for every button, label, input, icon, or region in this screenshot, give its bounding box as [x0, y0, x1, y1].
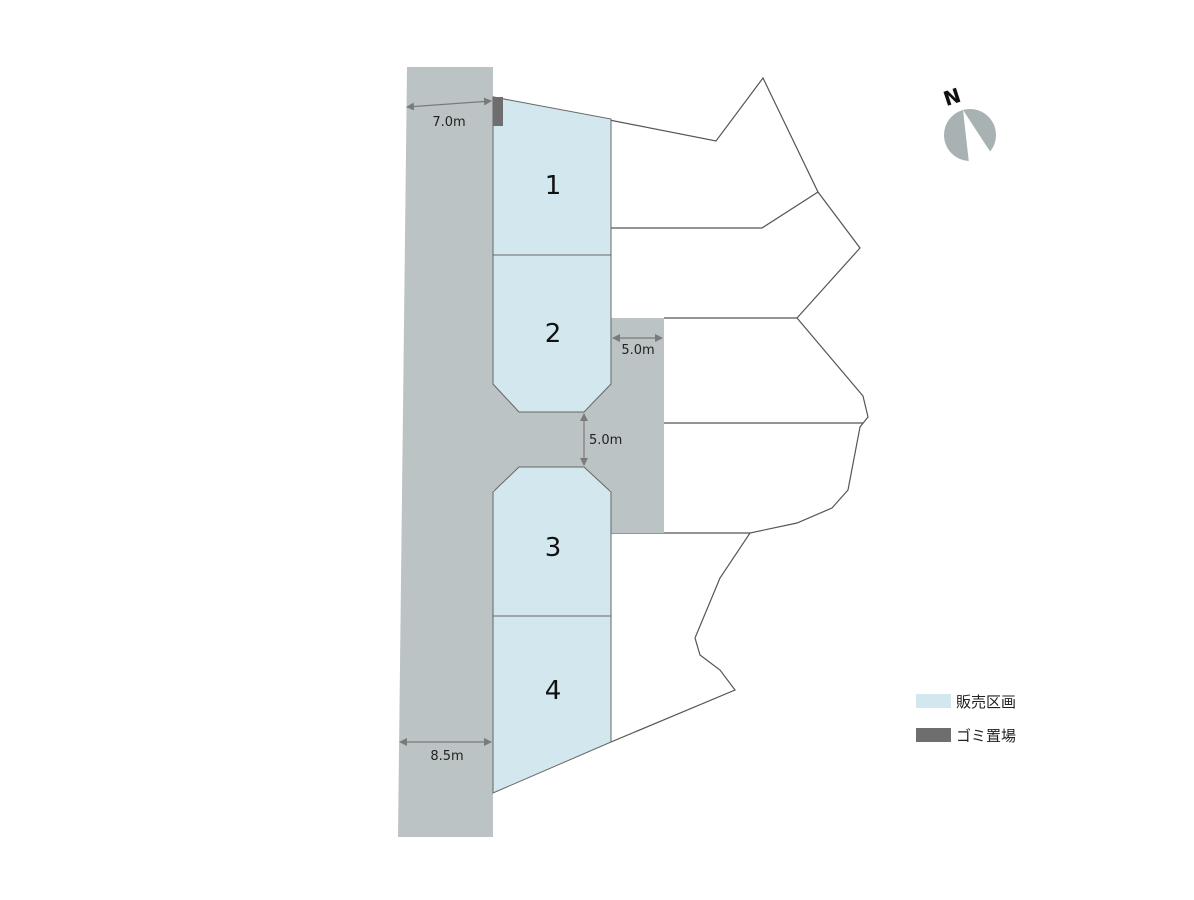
road-top-dimension-arrow — [406, 97, 492, 111]
lot-4 — [492, 615, 612, 794]
legend-swatch-garbage — [916, 728, 951, 742]
main-road — [398, 67, 493, 837]
lane-width-label: 5.0m — [589, 433, 622, 448]
legend-label-sales-lot: 販売区画 — [956, 693, 1016, 711]
roads — [398, 67, 664, 837]
dimension-labels: 7.0m 8.5m 5.0m 5.0m — [430, 115, 654, 764]
lot-label-2: 2 — [545, 319, 562, 349]
north-label: N — [940, 83, 963, 111]
lot-label-3: 3 — [545, 533, 562, 563]
neighbor-divider-1 — [611, 191, 819, 229]
garbage-area — [493, 97, 503, 126]
lot-label-4: 4 — [545, 676, 562, 706]
legend-swatch-sales-lot — [916, 694, 951, 708]
compass-needle — [963, 110, 993, 163]
lot-labels: 1 2 3 4 — [545, 171, 562, 706]
turnaround-width-label: 5.0m — [621, 343, 654, 358]
sales-lots — [492, 96, 612, 794]
north-compass: N — [940, 83, 996, 163]
lot-2 — [492, 254, 612, 413]
road-bottom-width-label: 8.5m — [430, 749, 463, 764]
lot-label-1: 1 — [545, 171, 562, 201]
road-top-width-label: 7.0m — [432, 115, 465, 130]
legend-label-garbage: ゴミ置場 — [956, 727, 1016, 745]
legend: 販売区画 ゴミ置場 — [916, 693, 1016, 745]
turnaround — [611, 318, 664, 533]
dimension-lines — [399, 97, 663, 746]
